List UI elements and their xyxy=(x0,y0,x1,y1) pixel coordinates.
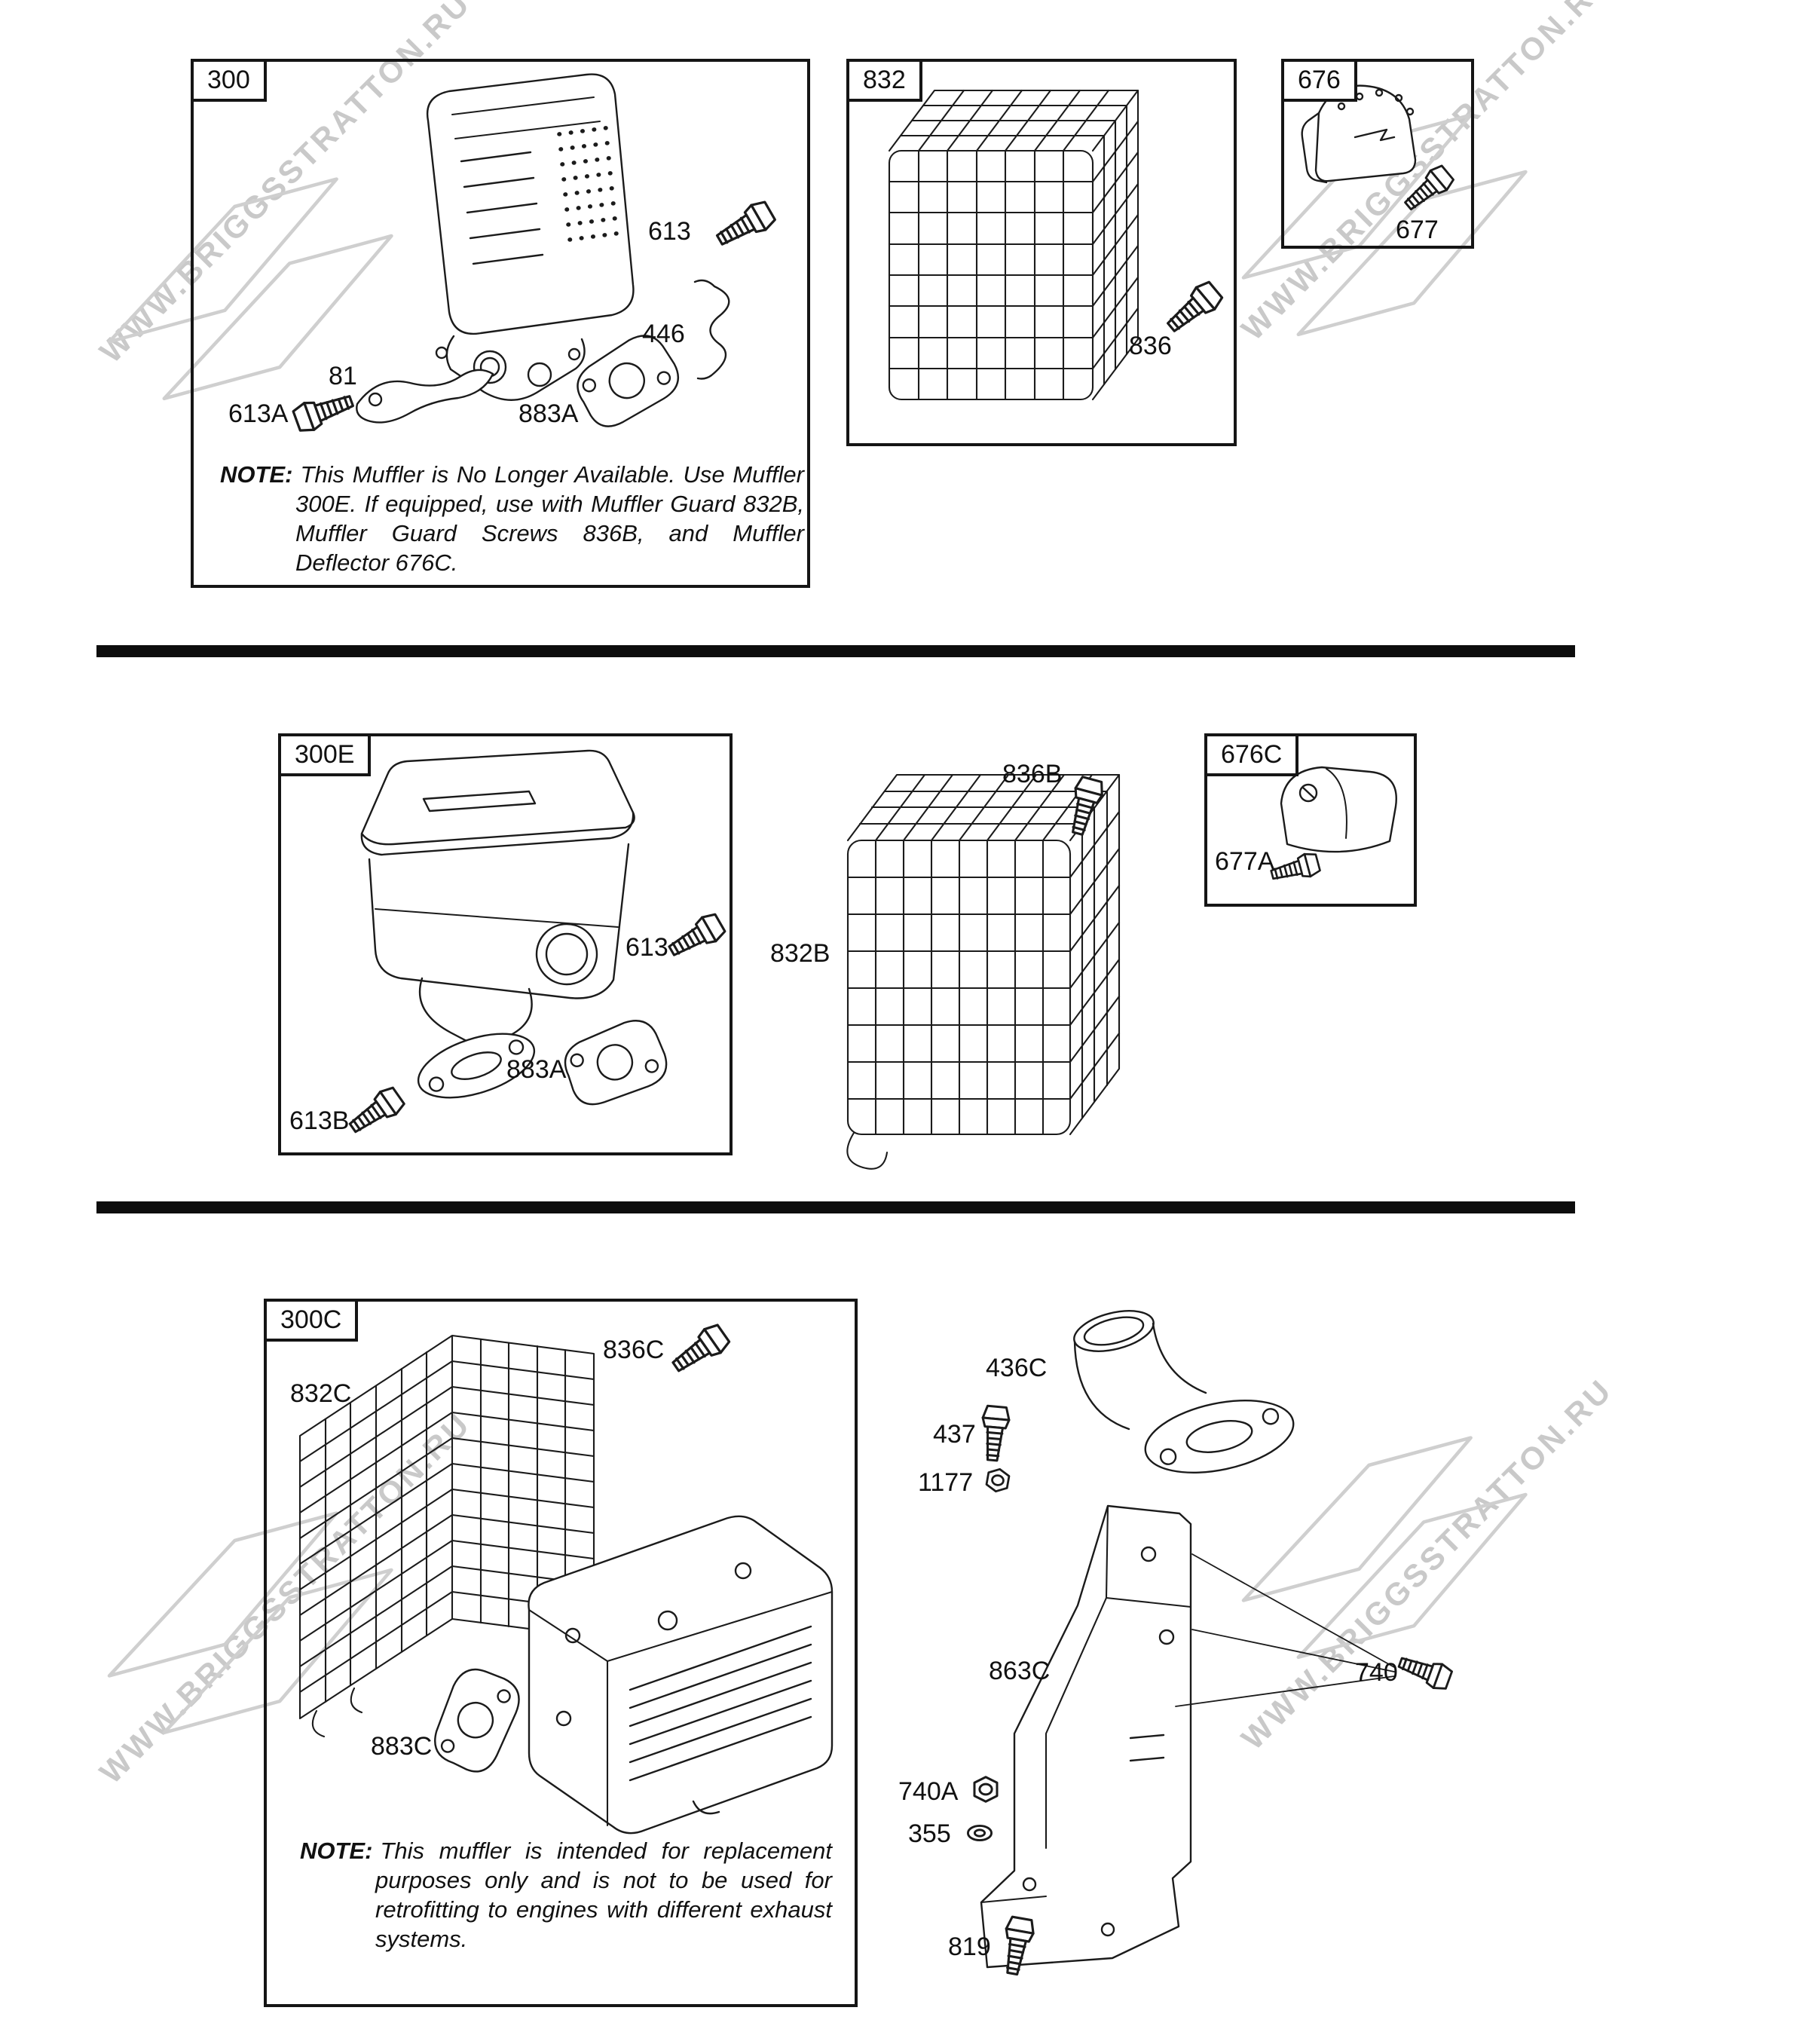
callout-613A: 613A xyxy=(228,399,289,428)
note-300C-text: This muffler is intended for replacement… xyxy=(375,1838,832,1952)
leader-lines-740 xyxy=(1175,1553,1395,1707)
screw-437-drawing xyxy=(977,1404,1011,1463)
screw-836B-drawing xyxy=(1063,774,1107,838)
muffler-guard-832B-drawing xyxy=(846,773,1121,1170)
section-divider-2 xyxy=(96,1201,1575,1213)
strap-81-drawing xyxy=(356,369,494,424)
group-label-676: 676 xyxy=(1281,59,1357,102)
group-label-676C: 676C xyxy=(1204,733,1299,776)
callout-883A: 883A xyxy=(518,399,579,428)
wire-clip-446-drawing xyxy=(693,279,730,380)
section-divider-1 xyxy=(96,645,1575,657)
callout-446: 446 xyxy=(642,320,685,348)
callout-832B: 832B xyxy=(770,939,830,968)
callout-613B: 613B xyxy=(289,1106,350,1135)
callout-863C: 863C xyxy=(989,1657,1051,1685)
group-label-300E: 300E xyxy=(278,733,372,776)
callout-740A: 740A xyxy=(898,1777,959,1806)
callout-355: 355 xyxy=(908,1819,951,1848)
group-box-300C: 300C xyxy=(264,1299,858,2007)
nut-740A-drawing xyxy=(973,1776,999,1803)
bolt-740-drawing xyxy=(1394,1649,1454,1694)
muffler-guard-832C-drawing xyxy=(298,1334,595,1738)
nut-1177-drawing xyxy=(984,1466,1011,1495)
group-box-832: 832 xyxy=(846,59,1237,446)
muffler-300C-drawing xyxy=(528,1515,834,1835)
callout-436C: 436C xyxy=(986,1354,1048,1382)
callout-613-2: 613 xyxy=(626,933,668,962)
callout-677A: 677A xyxy=(1215,847,1275,876)
heat-shield-863C-drawing xyxy=(980,1504,1192,1969)
group-box-676C: 676C xyxy=(1204,733,1417,907)
note-muffler-300: NOTE:This Muffler is No Longer Available… xyxy=(220,460,804,577)
group-label-300: 300 xyxy=(191,59,267,102)
washer-355-drawing xyxy=(966,1824,993,1842)
note-300-text: This Muffler is No Longer Available. Use… xyxy=(295,461,804,576)
callout-836: 836 xyxy=(1129,332,1172,360)
callout-677: 677 xyxy=(1396,216,1439,244)
callout-819: 819 xyxy=(948,1932,991,1961)
watermark-chevron xyxy=(1243,1438,1525,1657)
callout-1177: 1177 xyxy=(918,1468,974,1497)
callout-613: 613 xyxy=(648,217,691,246)
note-muffler-300C: NOTE:This muffler is intended for replac… xyxy=(300,1836,832,1954)
muffler-300E-drawing xyxy=(360,749,635,1099)
group-box-300E: 300E xyxy=(278,733,733,1155)
callout-740: 740 xyxy=(1355,1658,1398,1687)
note-300C-prefix: NOTE: xyxy=(300,1838,373,1864)
callout-836C: 836C xyxy=(603,1336,665,1364)
group-box-300: 300 xyxy=(191,59,810,588)
muffler-300-drawing xyxy=(426,73,635,401)
group-label-832: 832 xyxy=(846,59,922,102)
callout-836B: 836B xyxy=(1002,760,1063,788)
exhaust-elbow-436C-drawing xyxy=(1073,1310,1295,1473)
callout-883A-2: 883A xyxy=(506,1055,567,1084)
callout-883C: 883C xyxy=(371,1732,433,1761)
note-300-prefix: NOTE: xyxy=(220,461,293,488)
group-label-300C: 300C xyxy=(264,1299,359,1342)
callout-81: 81 xyxy=(329,362,357,390)
muffler-guard-832-drawing xyxy=(888,89,1139,401)
callout-437: 437 xyxy=(933,1420,976,1449)
group-box-676: 676 xyxy=(1281,59,1474,249)
callout-832C: 832C xyxy=(290,1379,352,1408)
